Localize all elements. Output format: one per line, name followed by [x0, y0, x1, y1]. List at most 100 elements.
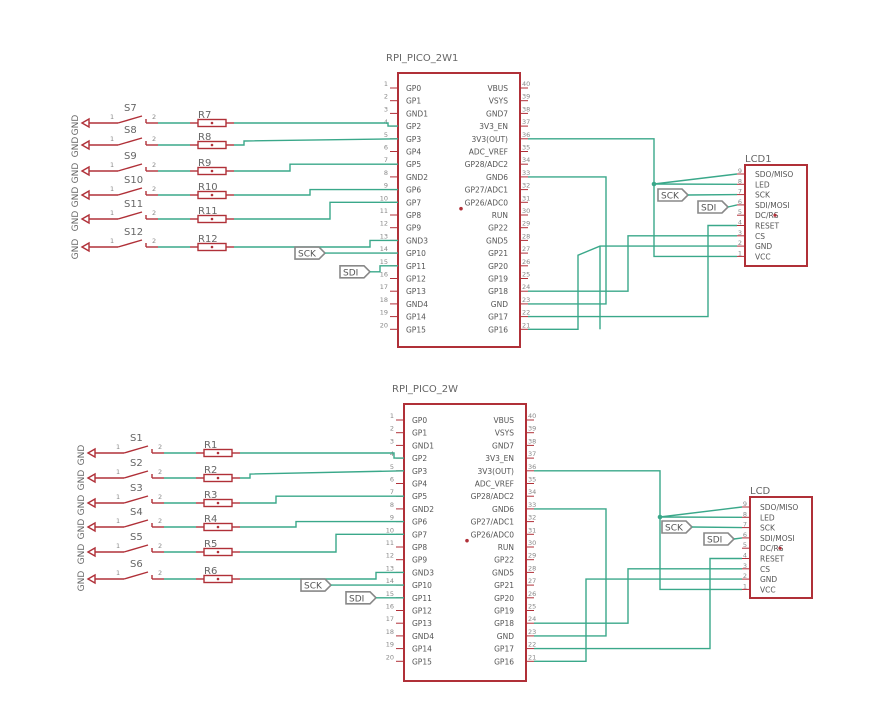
pin-number: 12 — [386, 552, 394, 560]
pin-label: ADC_VREF — [469, 148, 508, 157]
pin-number: 38 — [522, 105, 530, 113]
pin-label: GND — [760, 575, 777, 584]
switch-pin: 2 — [152, 113, 156, 121]
switch-ref: S10 — [124, 175, 143, 186]
pin-number: 26 — [522, 258, 530, 266]
pin-label: VBUS — [487, 84, 508, 93]
switch-pin: 2 — [158, 542, 162, 550]
gnd-symbol — [86, 472, 96, 484]
switch-ref: S5 — [130, 532, 143, 543]
pin-label: GP27/ADC1 — [471, 518, 515, 527]
pin-number: 19 — [380, 309, 388, 317]
pin-label: SDI/MOSI — [760, 534, 795, 543]
gnd-symbol — [80, 139, 90, 151]
gnd-label: GND — [77, 519, 87, 540]
gnd-label: GND — [77, 495, 87, 516]
pin-number: 6 — [743, 531, 747, 539]
pin-number: 21 — [522, 321, 530, 329]
switch-blade — [123, 495, 149, 504]
switch-blade — [123, 445, 149, 454]
pin-number: 25 — [522, 271, 530, 279]
switch-pin: 1 — [110, 237, 114, 245]
switch-pin: 2 — [158, 468, 162, 476]
resistor-ref: R7 — [198, 110, 211, 121]
resistor-ref: R5 — [204, 539, 217, 550]
pin-label: VSYS — [495, 429, 514, 438]
pin-label: GP17 — [494, 645, 514, 654]
resistor-ref: R8 — [198, 132, 211, 143]
pin-label: GP20 — [488, 262, 508, 271]
gnd-symbol — [80, 117, 90, 129]
pin-label: GND — [497, 632, 514, 641]
pin-number: 8 — [738, 177, 742, 185]
net-label-text: SCK — [665, 524, 684, 534]
resistor-ref: R3 — [204, 490, 217, 501]
pin-label: GP26/ADC0 — [465, 198, 509, 207]
pin-label: SCK — [760, 524, 776, 533]
switch-pin: 1 — [110, 209, 114, 217]
pin-number: 37 — [522, 118, 530, 126]
pin-number: 5 — [738, 208, 742, 216]
pin-label: GND1 — [412, 441, 434, 450]
switch-pin: 2 — [158, 517, 162, 525]
resistor-ref: R12 — [198, 234, 218, 245]
pin-label: GP12 — [406, 275, 426, 284]
pin-number: 6 — [390, 476, 394, 484]
wire — [528, 235, 737, 292]
wire — [733, 537, 743, 540]
pin-number: 32 — [522, 182, 530, 190]
resistor-ref: R6 — [204, 566, 217, 577]
pin-number: 40 — [522, 80, 530, 88]
switch-pin: 1 — [116, 493, 120, 501]
switch-ref: S9 — [124, 151, 137, 162]
switch-blade — [117, 163, 143, 172]
pin-number: 8 — [743, 510, 747, 518]
gnd-symbol — [86, 573, 96, 585]
switch-blade — [123, 470, 149, 479]
pin-number: 15 — [380, 258, 388, 266]
pin-label: GP9 — [412, 556, 427, 565]
switch-pin: 1 — [110, 135, 114, 143]
gnd-label: GND — [77, 470, 87, 491]
wire — [234, 188, 398, 196]
pin-number: 11 — [380, 207, 388, 215]
resistor-ref: R1 — [204, 440, 217, 451]
pin-label: GP11 — [406, 262, 426, 271]
resistor-marker — [216, 501, 220, 505]
pin-number: 31 — [528, 526, 536, 534]
pin-label: GP28/ADC2 — [465, 160, 509, 169]
lcd-body — [749, 496, 813, 599]
wire — [370, 265, 398, 273]
switch-ref: S8 — [124, 125, 137, 136]
pin-label: GP12 — [412, 607, 432, 616]
pin-number: 16 — [380, 271, 388, 279]
pin-number: 16 — [386, 603, 394, 611]
origin-marker — [465, 538, 469, 543]
pin-number: 3 — [390, 437, 394, 445]
pin-number: 23 — [522, 296, 530, 304]
switch-ref: S2 — [130, 458, 143, 469]
pin-label: GP18 — [488, 287, 508, 296]
gnd-label: GND — [71, 115, 81, 136]
switch-pin: 2 — [152, 209, 156, 217]
pin-number: 9 — [743, 500, 747, 508]
pin-number: 14 — [386, 577, 394, 585]
pin-number: 22 — [528, 641, 536, 649]
pin-label: SDO/MISO — [755, 170, 793, 179]
pin-label: GP8 — [412, 543, 427, 552]
pin-label: 3V3(OUT) — [471, 135, 508, 144]
gnd-symbol — [86, 497, 96, 509]
pin-label: 3V3_EN — [479, 122, 508, 131]
pin-number: 12 — [380, 220, 388, 228]
pin-label: GP20 — [494, 594, 514, 603]
switch-pin: 2 — [152, 237, 156, 245]
origin-marker — [459, 206, 463, 211]
pin-number: 6 — [738, 198, 742, 206]
pin-number: 22 — [522, 309, 530, 317]
wire — [240, 520, 404, 528]
pin-number: 30 — [522, 207, 530, 215]
pin-label: GP10 — [406, 249, 426, 258]
pin-label: SDO/MISO — [760, 503, 798, 512]
switch-blade — [123, 571, 149, 580]
pin-number: 40 — [528, 412, 536, 420]
